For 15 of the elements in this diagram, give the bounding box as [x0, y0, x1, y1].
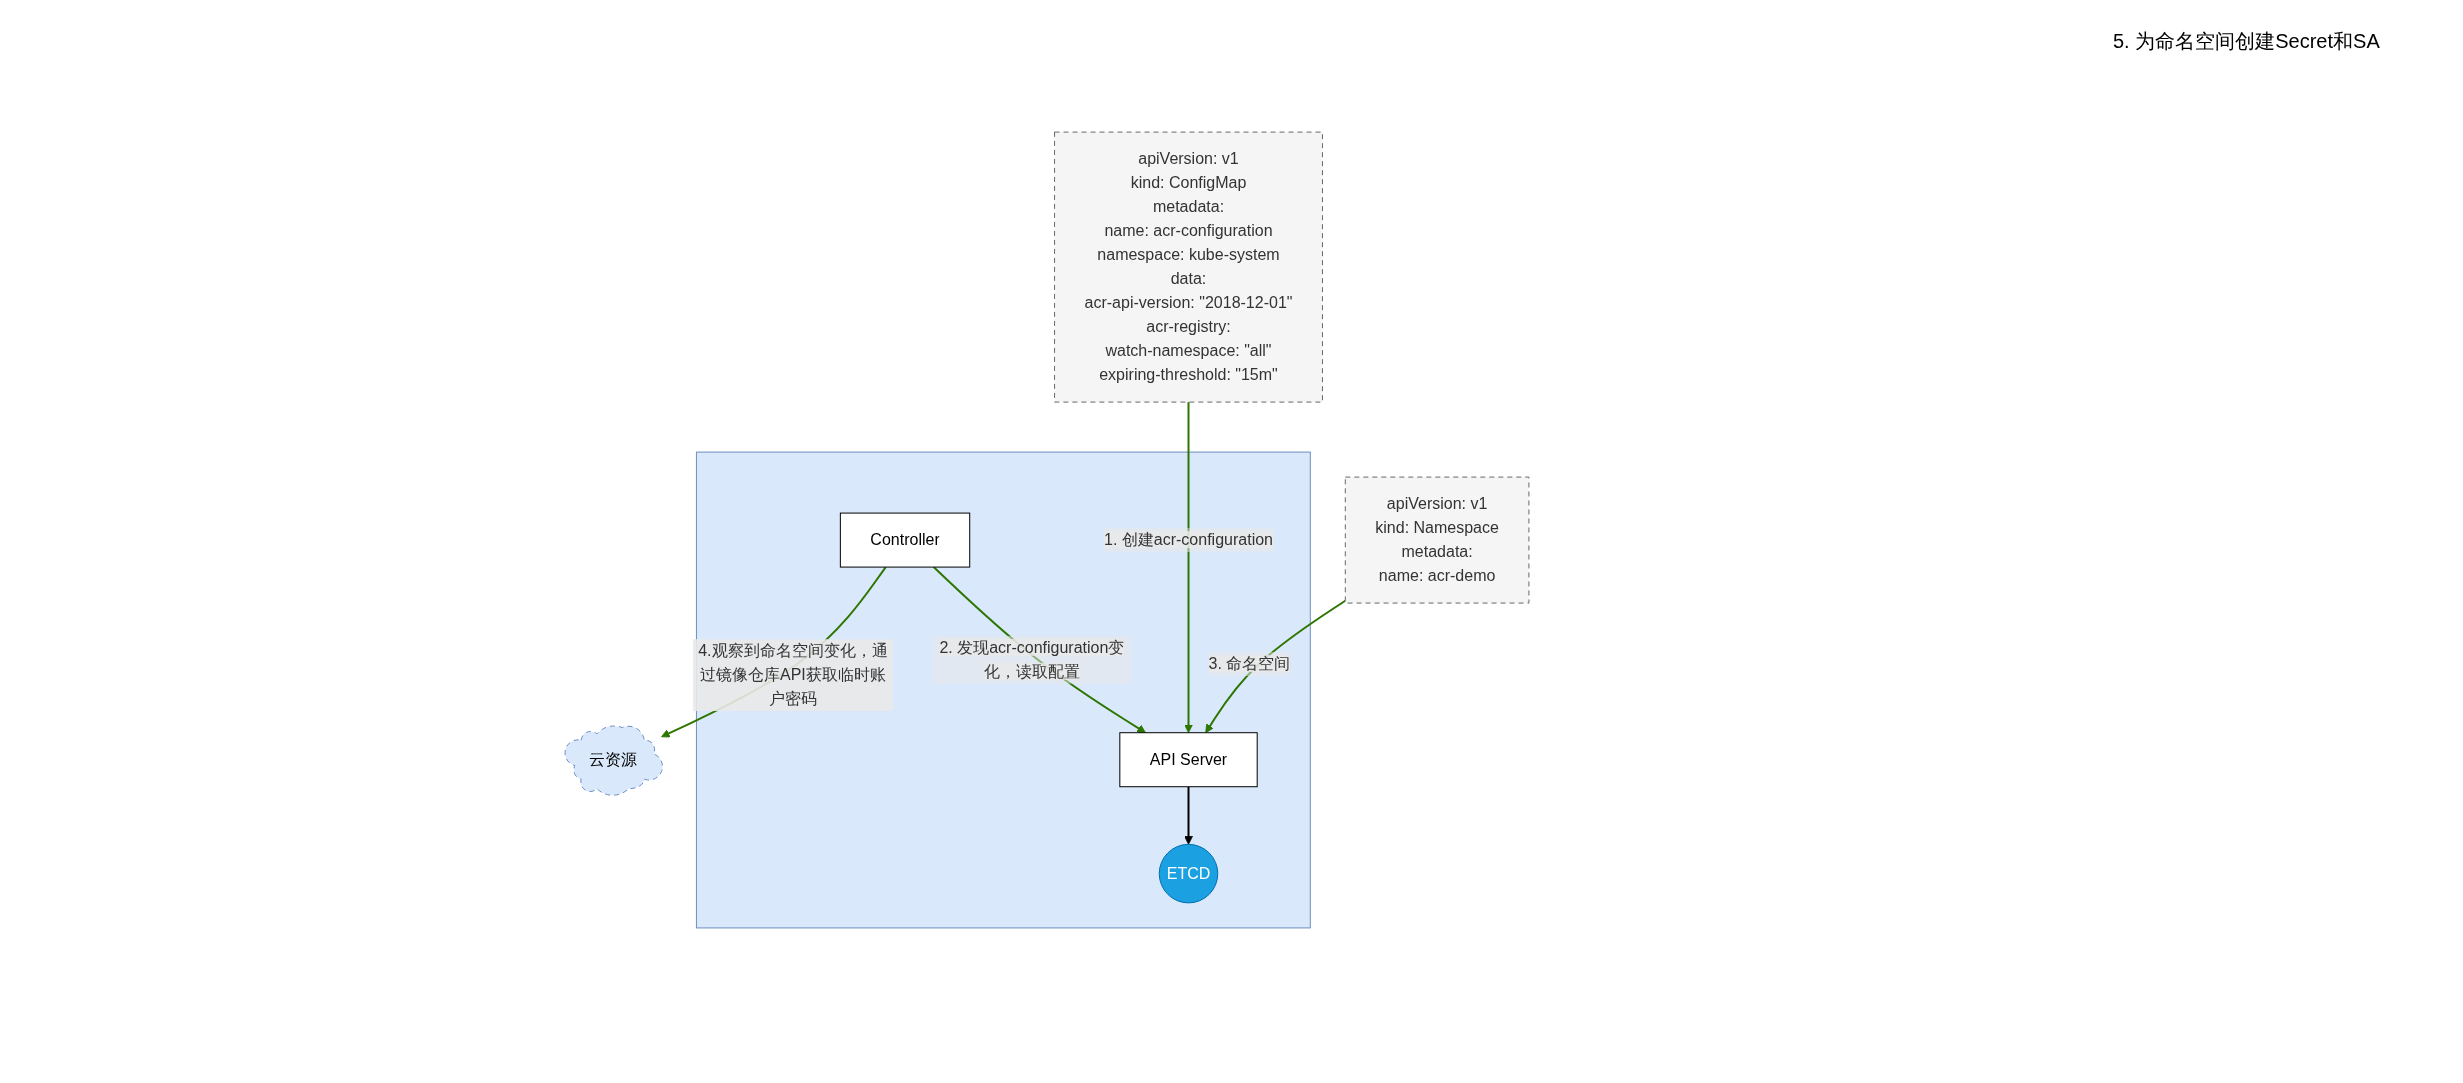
node-box: apiVersion: v1 kind: ConfigMap metadata: name: acr-configuration namespace: kube-system data: acr-api-version: "2018-12-01" acr-registry: watch-namespace: "all" expiring-threshold: "15m": [1053, 131, 1323, 403]
node-box: Controller: [839, 512, 970, 568]
node-box: apiVersion: v1 kind: Namespace metadata: name: acr-demo: [1344, 476, 1529, 604]
arrow: [1204, 599, 1346, 734]
edge-label: 1. 创建acr-configuration: [1103, 531, 1273, 549]
edge-note: 5. 为命名空间创建Secret和SA: [2113, 29, 2381, 54]
arrow: [932, 566, 1146, 734]
edge-label: 3. 命名空间: [1208, 655, 1290, 673]
arrow: [1183, 785, 1193, 845]
cluster: [695, 451, 1311, 929]
arrow: [1183, 401, 1193, 734]
node-box: API Server: [1118, 732, 1258, 788]
edge-label: 4.观察到命名空间变化，通过镜像仓库API获取临时账户密码: [697, 642, 888, 708]
edge-label: 2. 发现acr-configuration变化，读取配置: [938, 638, 1124, 680]
node-circle: ETCD: [1158, 843, 1218, 904]
